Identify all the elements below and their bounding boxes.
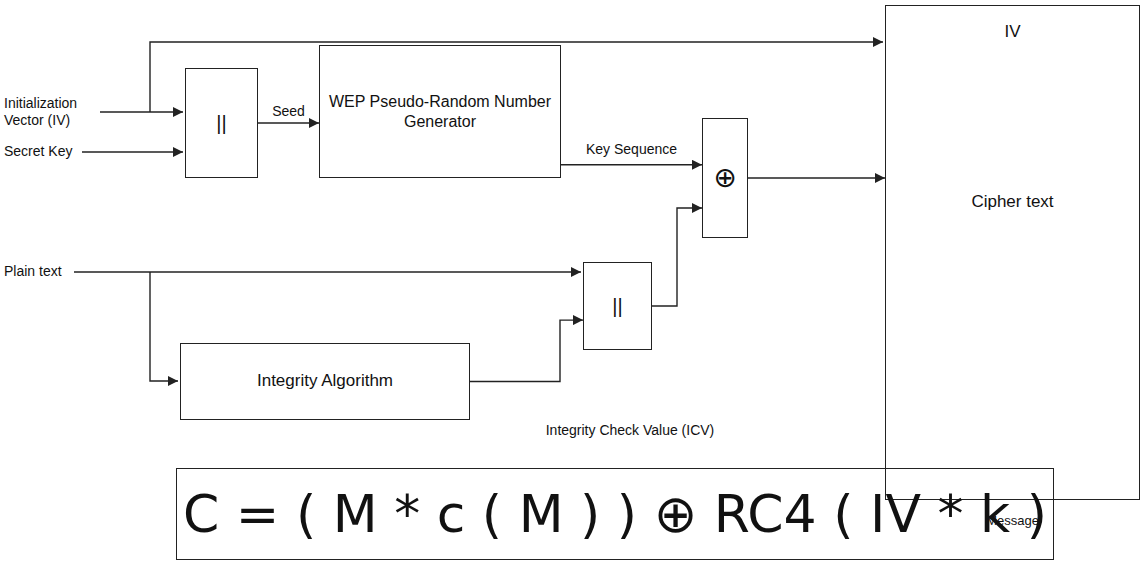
formula-box: C = ( M * c ( M ) ) ⊕ RC4 ( IV * k ) (176, 468, 1054, 560)
connector-arrow (652, 208, 702, 306)
iv-input-line (100, 111, 183, 112)
prng-box: WEP Pseudo-Random Number Generator (319, 45, 561, 178)
message-box: IVCipher textMessage (885, 5, 1140, 500)
edge-label: Seed (270, 103, 307, 120)
edge-label: Key Sequence (584, 141, 679, 158)
node-text: C = ( M * c ( M ) ) ⊕ RC4 ( IV * k ) (183, 483, 1047, 545)
node-text: Cipher text (886, 192, 1139, 212)
node-text: IV (886, 22, 1139, 42)
concat-box: || (185, 68, 258, 178)
connector-arrow (561, 164, 702, 165)
node-text: ⊕ (713, 161, 736, 195)
xor-box: ⊕ (702, 118, 748, 238)
connector-arrow (470, 320, 583, 381)
node-text: WEP Pseudo-Random Number Generator (320, 92, 560, 130)
plaintext-branch-line (150, 272, 178, 381)
icv-label: Integrity Check Value (ICV) (540, 422, 720, 439)
node-text: || (612, 294, 622, 318)
key-input-line (82, 151, 183, 152)
connector-arrow (258, 122, 319, 123)
input-label: Initialization Vector (IV) (4, 95, 99, 129)
input-label: Plain text (4, 263, 62, 280)
connector-arrow (748, 177, 885, 178)
node-text: || (216, 111, 226, 135)
node-text: Integrity Algorithm (257, 371, 393, 391)
concat-box: || (583, 262, 652, 350)
integrity-box: Integrity Algorithm (180, 343, 470, 420)
input-label: Secret Key (4, 143, 72, 160)
